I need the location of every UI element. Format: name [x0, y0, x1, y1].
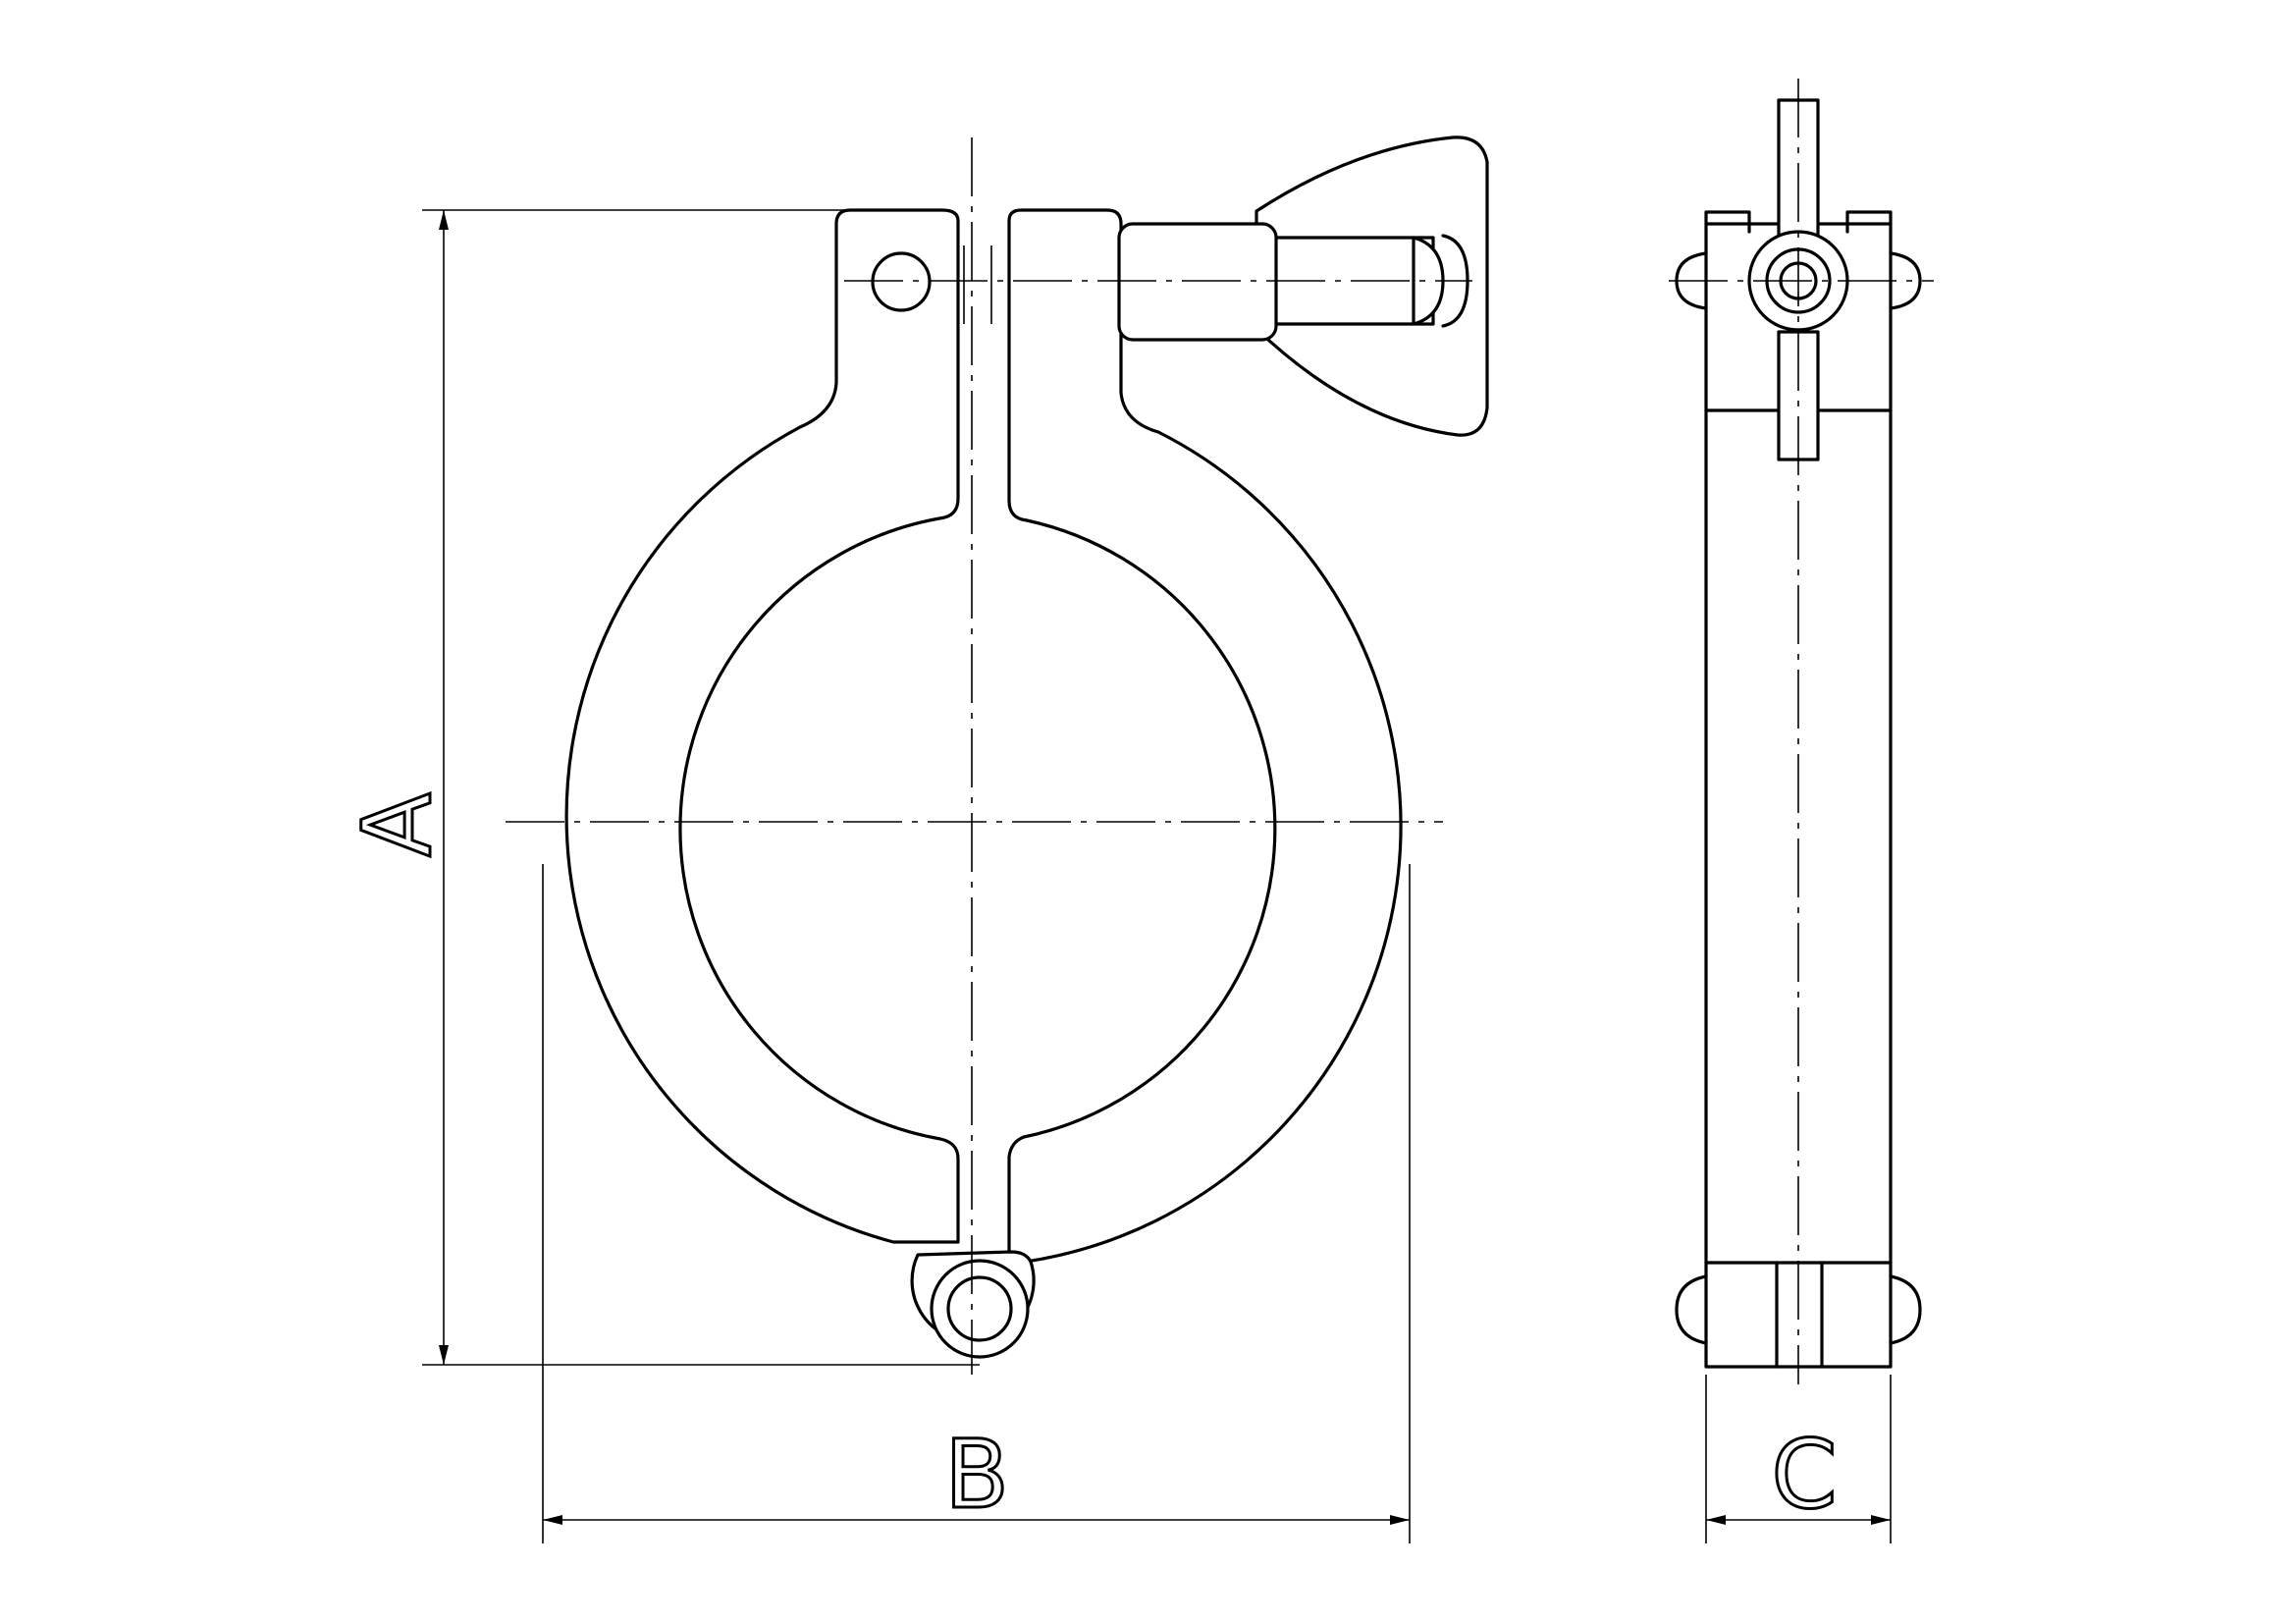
dimensions: A B C — [342, 209, 1892, 1543]
dim-a-label: A — [343, 792, 453, 857]
side-knob-left-bottom — [1675, 1274, 1708, 1345]
side-top-tabs — [1704, 210, 1893, 234]
side-view — [1669, 79, 1934, 1384]
dim-c-label: C — [1771, 1420, 1837, 1530]
dim-b-label: B — [944, 1420, 1009, 1530]
left-tab-hole — [871, 251, 932, 312]
left-clamp-half — [564, 208, 960, 1244]
side-knob-right-top — [1889, 251, 1922, 310]
right-clamp-half — [1007, 208, 1403, 1264]
hinge-pin-outer — [930, 1259, 1030, 1359]
hinge-gap-lines — [963, 245, 992, 324]
nut-body — [1117, 222, 1278, 342]
front-view — [506, 135, 1489, 1375]
hinge-pin-inner — [946, 1275, 1013, 1342]
side-knob-right-bottom — [1889, 1274, 1922, 1345]
